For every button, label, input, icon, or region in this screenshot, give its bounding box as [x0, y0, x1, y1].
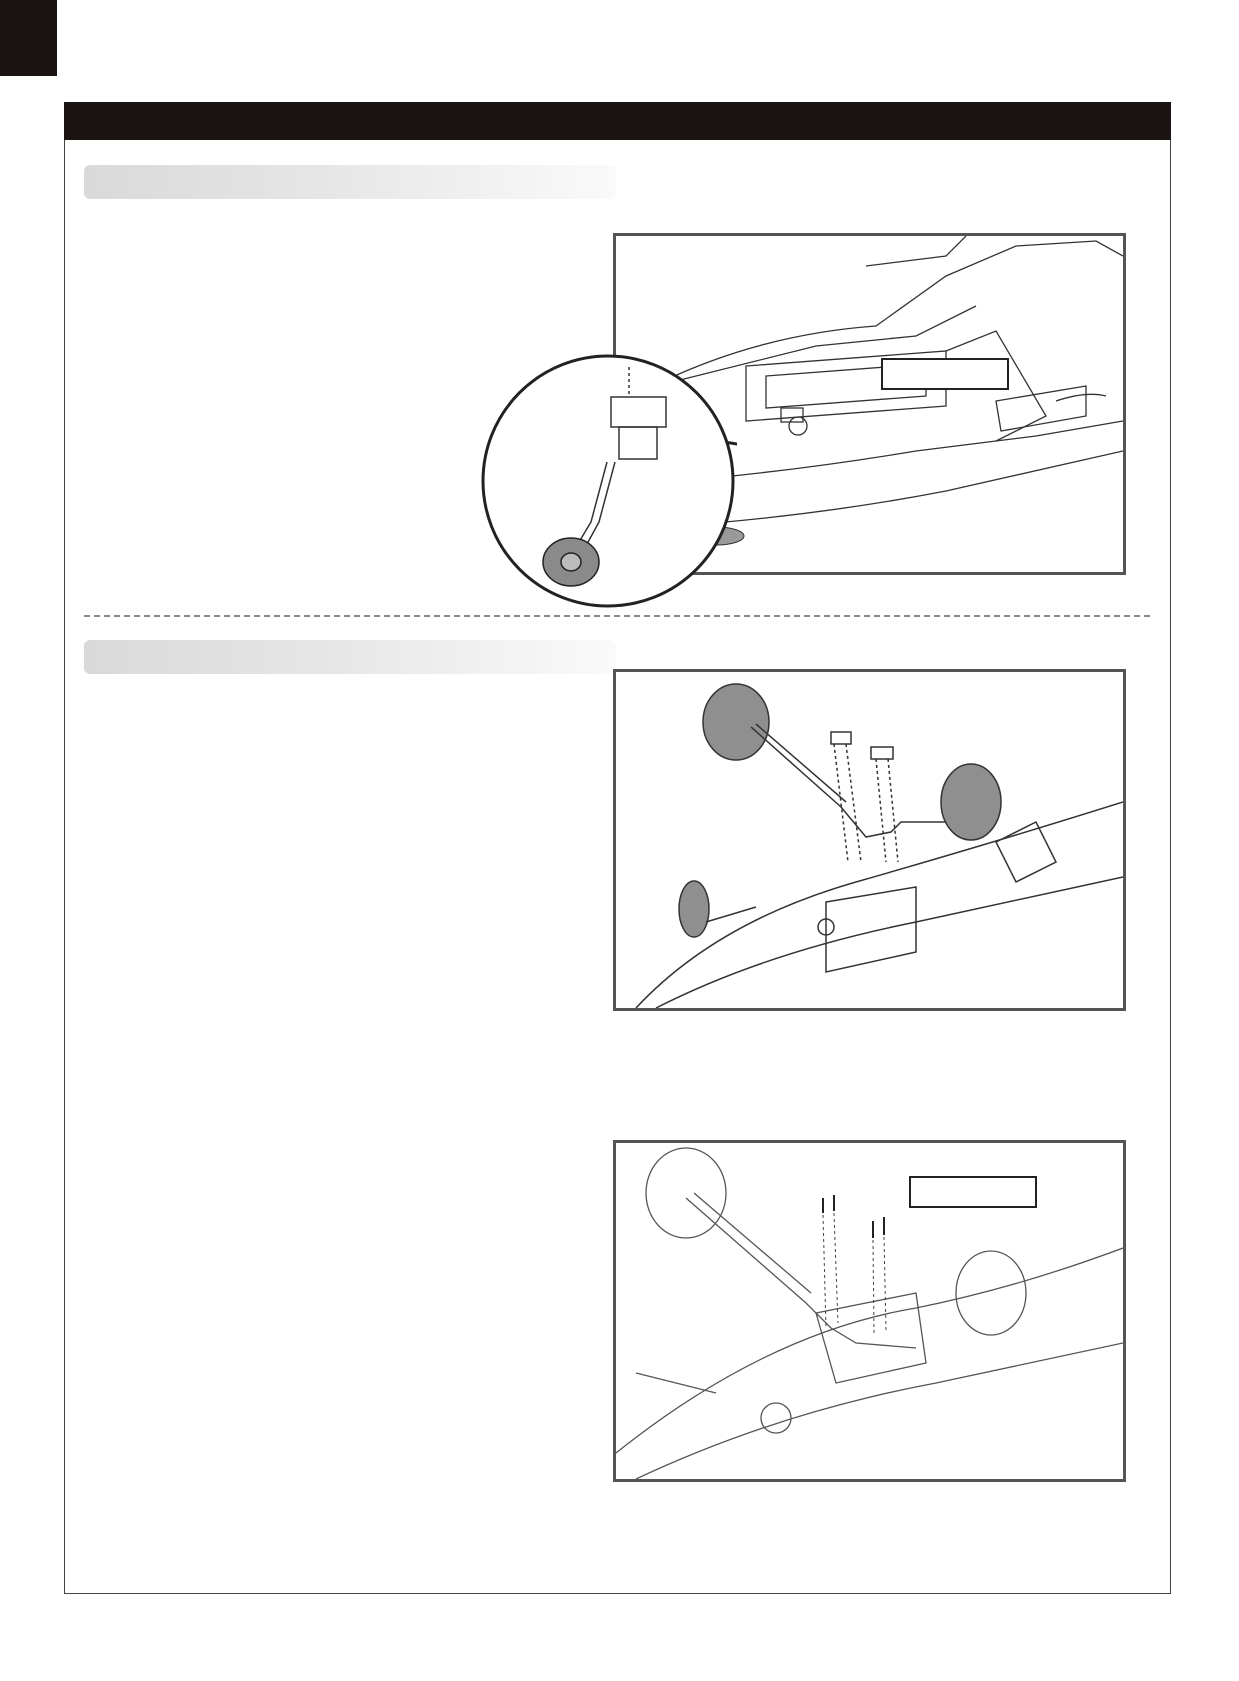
- callout-box-2: [909, 1176, 1037, 1208]
- screw-icon: [822, 1195, 885, 1238]
- figure-gear-screws: [613, 1140, 1126, 1482]
- tail-wheel-icon: [578, 367, 667, 545]
- page-corner-tab: [0, 0, 57, 76]
- zoom-circle-icon: [479, 352, 790, 610]
- figure-main-gear: [613, 669, 1126, 1011]
- section-heading-bar-1: [84, 165, 616, 199]
- section-divider: [84, 615, 1150, 617]
- main-gear-icon: [616, 1147, 1123, 1479]
- header-bar: [64, 102, 1171, 140]
- main-gear-icon: [635, 683, 1123, 1008]
- gear-strap-icon: [830, 731, 852, 745]
- fuselage-icon: [616, 236, 1123, 546]
- callout-box-1: [881, 358, 1009, 390]
- section-heading-bar-2: [84, 640, 616, 674]
